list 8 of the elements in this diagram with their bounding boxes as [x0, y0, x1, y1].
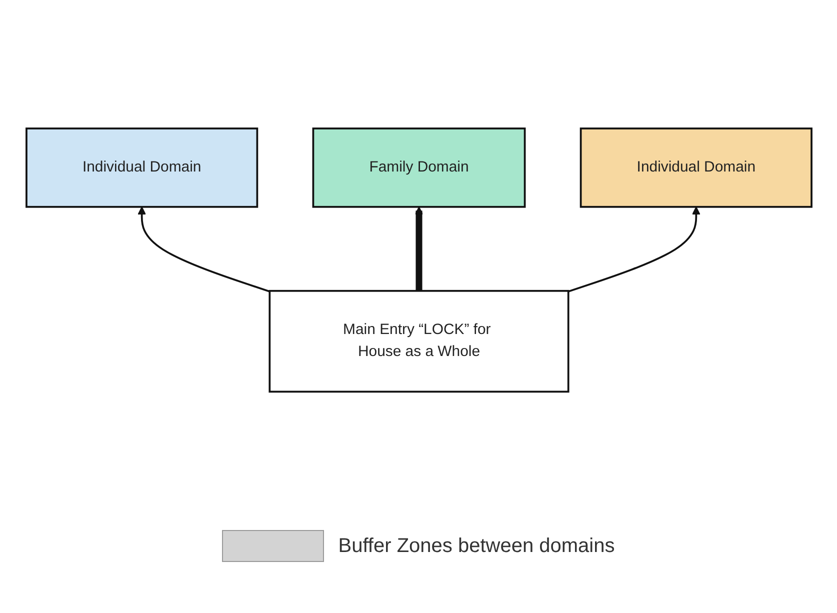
- node-box: Individual Domain: [579, 127, 812, 208]
- arrow: [568, 206, 700, 292]
- arrow: [414, 206, 423, 291]
- node-box: Individual Domain: [25, 127, 258, 208]
- node-box: Family Domain: [312, 127, 526, 208]
- node-box: Main Entry “LOCK” for House as a Whole: [268, 290, 569, 393]
- arrow: [137, 206, 270, 292]
- legend-text: Buffer Zones between domains: [338, 534, 615, 558]
